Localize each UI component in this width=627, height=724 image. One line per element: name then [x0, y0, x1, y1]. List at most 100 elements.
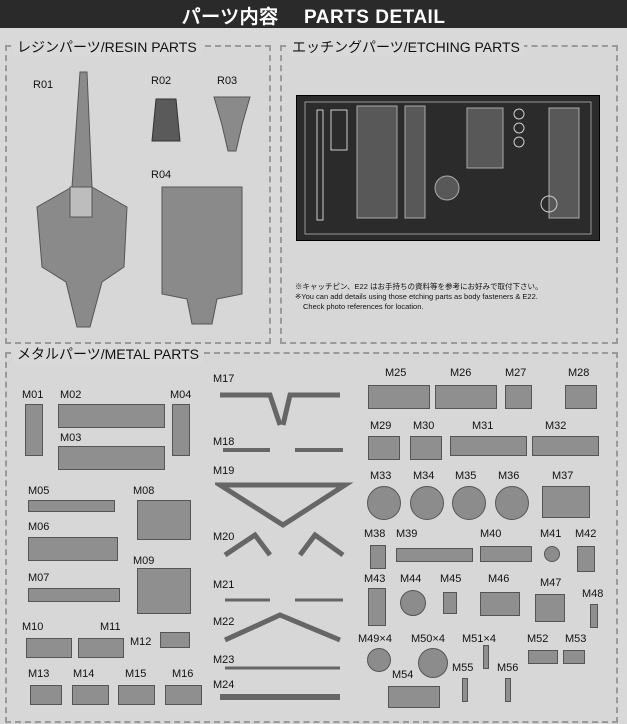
label-m05: M05 — [28, 485, 50, 497]
label-m39: M39 — [396, 528, 418, 540]
label-m26: M26 — [450, 367, 472, 379]
label-m06: M06 — [28, 521, 50, 533]
label-m53: M53 — [565, 633, 587, 645]
label-m43: M43 — [364, 573, 386, 585]
label-m33: M33 — [370, 470, 392, 482]
label-m34: M34 — [413, 470, 435, 482]
metal-part-m37 — [542, 486, 590, 518]
metal-part-m39 — [396, 548, 473, 562]
metal-part-m51 — [483, 645, 489, 669]
metal-part-m15 — [118, 685, 155, 705]
metal-part-m49 — [367, 648, 391, 672]
metal-part-m26 — [435, 385, 497, 409]
metal-part-m05 — [28, 500, 115, 512]
metal-part-m43 — [368, 588, 386, 626]
etching-note-jp: ※キャッチピン、E22 はお手持ちの資料等を参考にお好みで取付下さい。 — [295, 282, 543, 291]
label-m10: M10 — [22, 621, 44, 633]
metal-part-m29 — [368, 436, 400, 460]
label-r02: R02 — [151, 75, 172, 87]
etching-panel-title: エッチングパーツ/ETCHING PARTS — [288, 37, 524, 57]
label-m21: M21 — [213, 579, 235, 591]
metal-part-m09 — [137, 568, 191, 614]
label-m54: M54 — [392, 669, 414, 681]
metal-part-m36 — [495, 486, 529, 520]
metal-part-m16 — [165, 685, 202, 705]
label-m49: M49×4 — [358, 633, 392, 645]
label-m29: M29 — [370, 420, 392, 432]
label-m46: M46 — [488, 573, 510, 585]
metal-part-m44 — [400, 590, 426, 616]
metal-part-m02 — [58, 404, 165, 428]
metal-part-m46 — [480, 592, 520, 616]
metal-part-m03 — [58, 446, 165, 470]
label-m37: M37 — [552, 470, 574, 482]
metal-part-m53 — [563, 650, 585, 664]
label-m13: M13 — [28, 668, 50, 680]
label-r01: R01 — [33, 79, 54, 91]
resin-part-r02 — [151, 98, 181, 142]
label-m14: M14 — [73, 668, 95, 680]
metal-part-m17-m24 — [215, 392, 354, 700]
label-m52: M52 — [527, 633, 549, 645]
label-m11: M11 — [100, 621, 121, 633]
resin-part-r04 — [161, 186, 243, 325]
label-m08: M08 — [133, 485, 155, 497]
label-m51: M51×4 — [462, 633, 496, 645]
resin-parts-panel: レジンパーツ/RESIN PARTS R01 R02 R03 R04 — [5, 37, 271, 344]
label-m36: M36 — [498, 470, 520, 482]
metal-part-m56 — [505, 678, 511, 702]
metal-part-m07 — [28, 588, 120, 602]
metal-part-m54 — [388, 686, 440, 708]
label-m07: M07 — [28, 572, 50, 584]
metal-part-m52 — [528, 650, 558, 664]
label-m24: M24 — [213, 679, 235, 691]
label-m04: M04 — [170, 389, 192, 401]
label-m19: M19 — [213, 465, 235, 477]
etching-note-en2: Check photo references for location. — [303, 302, 424, 311]
metal-part-m28 — [565, 385, 597, 409]
label-m23: M23 — [213, 654, 235, 666]
label-m31: M31 — [472, 420, 494, 432]
label-m55: M55 — [452, 662, 474, 674]
label-m30: M30 — [413, 420, 435, 432]
label-m50: M50×4 — [411, 633, 445, 645]
label-m28: M28 — [568, 367, 590, 379]
metal-part-m10 — [26, 638, 72, 658]
metal-part-m31 — [450, 436, 527, 456]
label-m17: M17 — [213, 373, 235, 385]
label-m20: M20 — [213, 531, 235, 543]
metal-part-m35 — [452, 486, 486, 520]
label-m47: M47 — [540, 577, 562, 589]
metal-part-m12 — [160, 632, 190, 648]
metal-part-m30 — [410, 436, 442, 460]
metal-part-m47 — [535, 594, 565, 622]
label-m25: M25 — [385, 367, 407, 379]
metal-part-m45 — [443, 592, 457, 614]
resin-part-r03 — [213, 96, 251, 152]
label-m02: M02 — [60, 389, 82, 401]
metal-part-m32 — [532, 436, 599, 456]
label-m12: M12 — [130, 636, 152, 648]
metal-part-m33 — [367, 486, 401, 520]
metal-part-m34 — [410, 486, 444, 520]
metal-part-m11 — [78, 638, 124, 658]
label-m32: M32 — [545, 420, 567, 432]
label-m40: M40 — [480, 528, 502, 540]
etching-fret — [296, 95, 600, 241]
label-m15: M15 — [125, 668, 147, 680]
metal-part-m25 — [368, 385, 430, 409]
resin-panel-title: レジンパーツ/RESIN PARTS — [13, 37, 201, 57]
metal-part-m55 — [462, 678, 468, 702]
label-m03: M03 — [60, 432, 82, 444]
metal-part-m40 — [480, 546, 532, 562]
label-m44: M44 — [400, 573, 422, 585]
metal-part-m27 — [505, 385, 532, 409]
label-m09: M09 — [133, 555, 155, 567]
etching-note-en1: ※You can add details using those etching… — [295, 292, 538, 301]
resin-part-r01 — [36, 71, 128, 328]
metal-part-m38 — [370, 545, 386, 569]
label-m01: M01 — [22, 389, 44, 401]
metal-part-m01 — [25, 404, 43, 456]
metal-part-m06 — [28, 537, 118, 561]
metal-part-m13 — [30, 685, 62, 705]
